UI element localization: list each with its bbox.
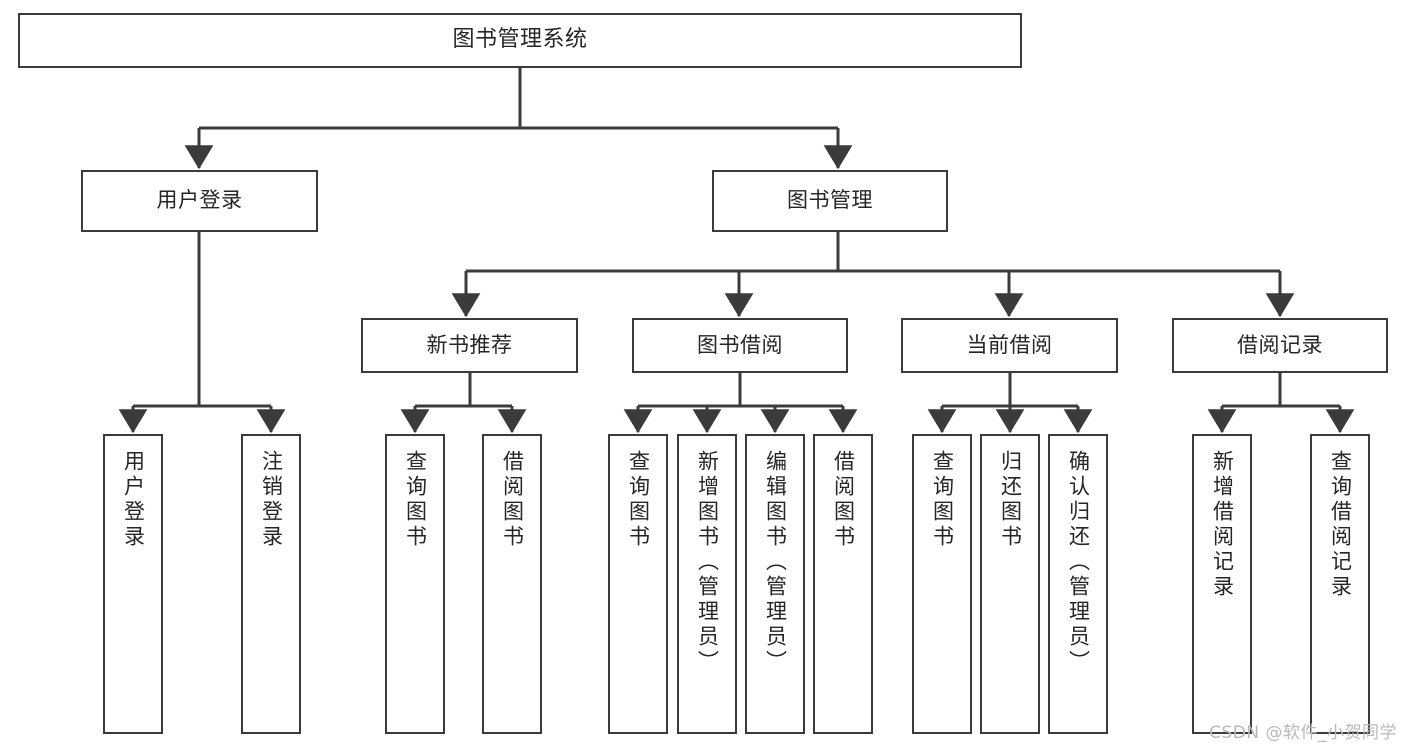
leaf-current-return-book[interactable]: 归还图书	[980, 434, 1040, 734]
leaf-recommend-query-book[interactable]: 查询图书	[385, 434, 445, 734]
watermark-text: CSDN @软件_小贺同学	[1209, 723, 1397, 743]
leaf-user-login-login-label: 用户登录	[121, 450, 146, 550]
leaf-borrow-query-book[interactable]: 查询图书	[608, 434, 668, 734]
node-user-login[interactable]: 用户登录	[81, 170, 318, 232]
node-borrow-record-label: 借阅记录	[1237, 332, 1323, 357]
leaf-recommend-borrow-book-label: 借阅图书	[500, 450, 525, 550]
leaf-current-return-book-label: 归还图书	[998, 450, 1023, 550]
node-root-book-management-system[interactable]: 图书管理系统	[18, 13, 1022, 68]
leaf-borrow-borrow-book-label: 借阅图书	[831, 450, 856, 550]
node-current-borrow-label: 当前借阅	[966, 332, 1053, 357]
leaf-borrow-edit-book-admin[interactable]: 编辑图书（管理员）	[745, 434, 805, 734]
leaf-recommend-borrow-book[interactable]: 借阅图书	[482, 434, 542, 734]
node-book-borrow-label: 图书借阅	[697, 332, 783, 357]
node-book-borrow[interactable]: 图书借阅	[632, 318, 848, 373]
leaf-record-add-borrow-record-label: 新增借阅记录	[1210, 450, 1235, 600]
leaf-user-login-logout[interactable]: 注销登录	[241, 434, 301, 734]
leaf-recommend-query-book-label: 查询图书	[403, 450, 428, 550]
leaf-borrow-borrow-book[interactable]: 借阅图书	[813, 434, 873, 734]
leaf-borrow-add-book-admin-label: 新增图书（管理员）	[695, 450, 720, 675]
node-root-label: 图书管理系统	[452, 27, 588, 53]
leaf-borrow-add-book-admin[interactable]: 新增图书（管理员）	[677, 434, 737, 734]
leaf-current-query-book[interactable]: 查询图书	[912, 434, 972, 734]
leaf-current-confirm-return-admin-label: 确认归还（管理员）	[1066, 450, 1091, 675]
node-book-management-label: 图书管理	[787, 188, 873, 213]
leaf-record-query-borrow-record[interactable]: 查询借阅记录	[1310, 434, 1370, 734]
node-user-login-label: 用户登录	[156, 188, 243, 213]
leaf-user-login-login[interactable]: 用户登录	[103, 434, 163, 734]
node-new-book-recommend-label: 新书推荐	[426, 332, 513, 357]
leaf-current-query-book-label: 查询图书	[930, 450, 955, 550]
node-current-borrow[interactable]: 当前借阅	[901, 318, 1118, 373]
leaf-user-login-logout-label: 注销登录	[259, 450, 284, 550]
node-book-management[interactable]: 图书管理	[712, 170, 948, 232]
leaf-borrow-edit-book-admin-label: 编辑图书（管理员）	[763, 450, 788, 675]
leaf-record-query-borrow-record-label: 查询借阅记录	[1328, 450, 1353, 600]
leaf-record-add-borrow-record[interactable]: 新增借阅记录	[1192, 434, 1252, 734]
leaf-borrow-query-book-label: 查询图书	[626, 450, 651, 550]
leaf-current-confirm-return-admin[interactable]: 确认归还（管理员）	[1048, 434, 1108, 734]
node-borrow-record[interactable]: 借阅记录	[1172, 318, 1388, 373]
node-new-book-recommend[interactable]: 新书推荐	[361, 318, 578, 373]
